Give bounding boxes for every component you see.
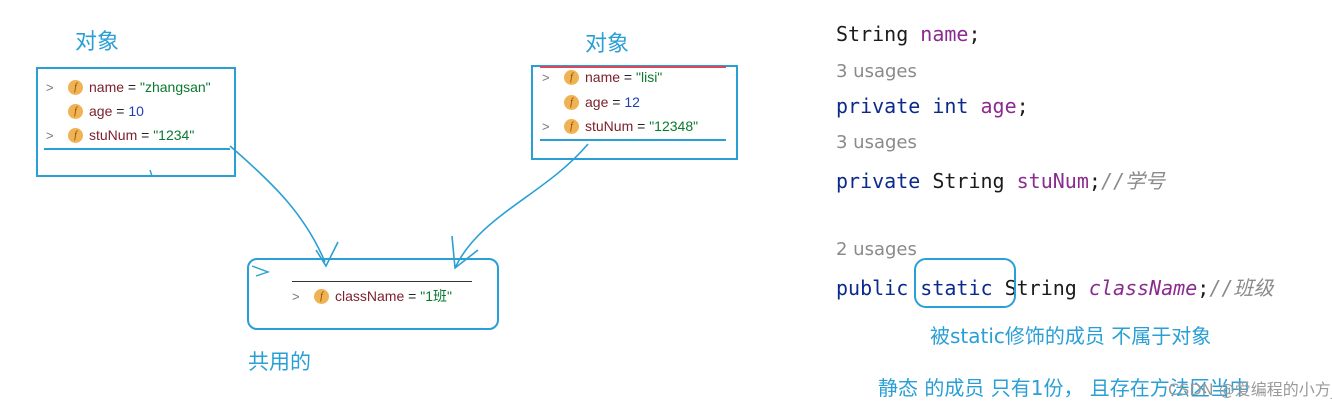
right-object-top-rule <box>540 66 726 68</box>
static-note-one-copy: 静态 的成员 只有1份， 且存在方法区当中 <box>878 376 1250 400</box>
field-value: "1班" <box>420 288 452 304</box>
shared-field-classname[interactable]: > f className = "1班" <box>292 286 452 306</box>
code-type: String <box>836 22 909 46</box>
field-value: 12 <box>624 94 640 110</box>
code-field-name: age <box>980 94 1017 118</box>
usage-hint[interactable]: 3 usages <box>836 132 917 153</box>
watermark: CSDN @爱编程的小方_ <box>1168 380 1332 399</box>
arrow-left-head <box>315 241 339 268</box>
field-value: 10 <box>128 103 144 119</box>
static-note-not-object: 被static修饰的成员 不属于对象 <box>930 324 1212 348</box>
field-icon: f <box>68 79 83 95</box>
code-comment: //班级 <box>1209 276 1274 300</box>
field-value: "lisi" <box>636 69 663 85</box>
right-field-name[interactable]: > f name = "lisi" <box>542 69 662 85</box>
field-equals: = <box>124 79 140 95</box>
static-highlight-circle <box>914 258 1016 308</box>
code-modifier: public <box>836 276 909 300</box>
field-equals: = <box>112 103 129 119</box>
field-icon: f <box>314 288 329 304</box>
code-line-age: private int age; <box>836 94 1029 118</box>
left-object-label: 对象 <box>75 30 120 55</box>
field-value: "1234" <box>153 127 195 143</box>
shared-label: 共用的 <box>248 350 311 374</box>
arrow-right-to-shared <box>454 143 589 269</box>
field-name: stuNum <box>585 118 634 134</box>
code-end: ; <box>1016 94 1029 118</box>
field-name: stuNum <box>89 127 138 143</box>
field-equals: = <box>620 69 636 85</box>
expand-chevron-icon[interactable]: > <box>46 79 54 95</box>
field-name: name <box>585 69 621 85</box>
field-name: age <box>89 103 113 119</box>
shared-static-box <box>247 258 499 330</box>
arrow-right-head <box>451 235 479 270</box>
right-object-label: 对象 <box>585 32 630 57</box>
field-equals: = <box>137 127 154 143</box>
field-value: "zhangsan" <box>140 79 211 95</box>
right-field-age[interactable]: f age = 12 <box>542 94 640 110</box>
code-line-name: String name; <box>836 22 981 46</box>
code-modifier: private <box>836 94 921 118</box>
field-name: name <box>89 79 125 95</box>
expand-chevron-icon[interactable]: > <box>542 69 550 85</box>
code-end: ; <box>1197 276 1210 300</box>
expand-chevron-icon[interactable]: > <box>542 118 550 134</box>
field-icon: f <box>564 94 579 110</box>
field-icon: f <box>564 118 579 134</box>
code-end: ; <box>968 22 981 46</box>
expand-chevron-icon[interactable]: > <box>46 127 54 143</box>
code-field-name: name <box>920 22 969 46</box>
code-static-keyword: static <box>920 276 993 300</box>
code-line-stunum: private String stuNum;//学号 <box>836 165 1165 194</box>
left-field-name[interactable]: > f name = "zhangsan" <box>46 79 211 95</box>
usage-hint[interactable]: 2 usages <box>836 239 917 260</box>
code-type: int <box>932 94 969 118</box>
left-field-age[interactable]: f age = 10 <box>46 103 144 119</box>
code-end: ; <box>1088 169 1101 193</box>
arrow-left-to-shared <box>229 145 326 263</box>
field-icon: f <box>564 69 579 85</box>
left-field-stunum[interactable]: > f stuNum = "1234" <box>46 127 194 143</box>
field-equals: = <box>608 94 625 110</box>
field-name: age <box>585 94 609 110</box>
field-name: className <box>335 288 405 304</box>
right-object-underline <box>540 139 726 141</box>
code-type: String <box>932 169 1005 193</box>
shared-box-corner-mark <box>251 265 271 277</box>
usage-hint[interactable]: 3 usages <box>836 61 917 82</box>
code-line-classname: public static String className;//班级 <box>836 272 1273 301</box>
left-box-tick-mark <box>149 169 153 177</box>
code-type: String <box>1004 276 1077 300</box>
field-equals: = <box>633 118 650 134</box>
code-field-name: className <box>1088 276 1198 300</box>
shared-box-top-rule <box>292 281 472 282</box>
field-value: "12348" <box>649 118 699 134</box>
field-icon: f <box>68 103 83 119</box>
code-comment: //学号 <box>1100 169 1166 193</box>
expand-chevron-icon[interactable]: > <box>292 288 300 304</box>
left-object-box <box>36 67 236 177</box>
field-icon: f <box>68 127 83 143</box>
code-field-name: stuNum <box>1016 169 1089 193</box>
left-object-underline <box>44 148 230 150</box>
code-modifier: private <box>836 169 921 193</box>
field-equals: = <box>404 288 421 304</box>
right-field-stunum[interactable]: > f stuNum = "12348" <box>542 118 698 134</box>
